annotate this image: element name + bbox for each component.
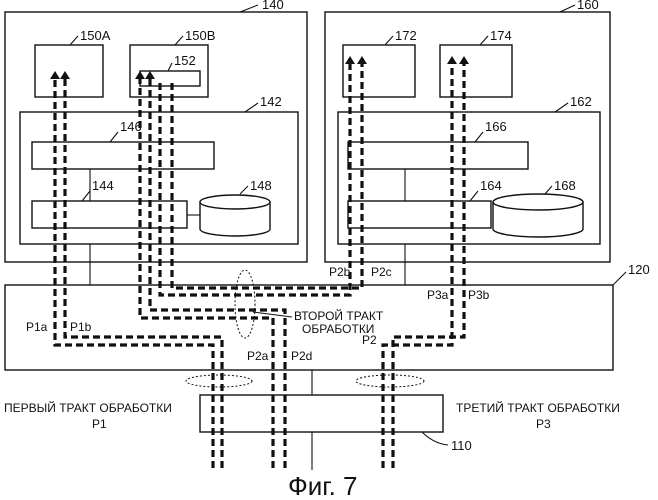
label-164: 164 [480,178,502,193]
second-path-caption-line2: ОБРАБОТКИ [302,322,374,336]
label-p2c: P2c [371,265,392,279]
third-path-caption-line2: P3 [536,417,551,431]
label-p3a: P3a [427,288,449,302]
box-166 [348,142,528,169]
second-path-caption-line1: ВТОРОЙ ТРАКТ [294,308,384,323]
storage-148 [200,195,270,236]
label-162: 162 [570,94,592,109]
label-148: 148 [250,178,272,193]
label-p2d: P2d [291,349,312,363]
label-168: 168 [554,178,576,193]
label-142: 142 [260,94,282,109]
label-174: 174 [490,28,512,43]
leader-140 [240,5,258,12]
label-160: 160 [577,0,599,12]
label-p1b: P1b [70,320,92,334]
label-166: 166 [485,119,507,134]
label-150b: 150B [185,28,215,43]
leader-160 [560,5,575,12]
label-172: 172 [395,28,417,43]
label-p2a: P2a [247,349,269,363]
label-144: 144 [92,178,114,193]
storage-168 [493,194,583,237]
label-120: 120 [628,262,650,277]
box-172 [343,45,415,97]
label-152: 152 [174,53,196,68]
label-110: 110 [451,438,472,453]
first-path-caption-line1: ПЕРВЫЙ ТРАКТ ОБРАБОТКИ [4,400,172,415]
third-path-marker [356,375,424,387]
label-p3b: P3b [468,288,490,302]
figure-caption: Фиг. 7 [288,471,358,500]
label-p2b: P2b [329,265,351,279]
label-140: 140 [262,0,284,12]
label-p1a: P1a [26,320,48,334]
label-150a: 150A [80,28,111,43]
first-path-caption-line2: P1 [92,417,107,431]
leader-120 [613,272,626,285]
first-path-marker [186,375,252,387]
box-146 [32,142,214,169]
third-path-caption-line1: ТРЕТИЙ ТРАКТ ОБРАБОТКИ [456,400,620,415]
box-164 [348,201,491,228]
leader-110 [422,432,448,445]
box-150a [35,45,103,97]
box-110 [200,395,443,432]
